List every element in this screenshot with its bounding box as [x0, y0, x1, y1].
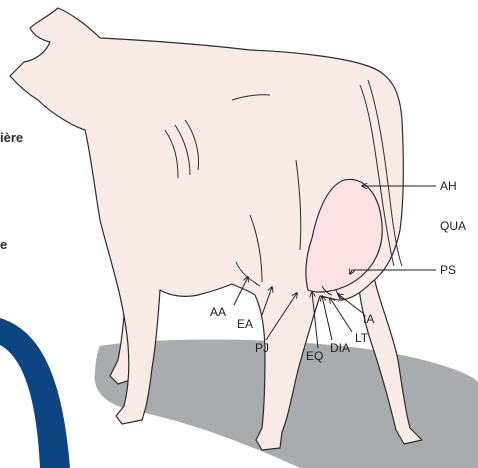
left-text-fragment-1: ière: [0, 130, 23, 145]
label-eq: EQ: [306, 350, 323, 362]
label-lt: LT: [355, 332, 368, 344]
label-ah: AH: [440, 180, 457, 192]
label-ps: PS: [440, 264, 456, 276]
label-qua: QUA: [440, 220, 466, 232]
leader-lt: [330, 298, 352, 332]
label-pj: PJ: [255, 342, 269, 354]
label-aa: AA: [210, 306, 226, 318]
label-dia: DIA: [330, 342, 350, 354]
leader-dia: [322, 296, 332, 340]
left-text-fragment-2: e: [0, 237, 7, 252]
label-ia: IA: [363, 313, 374, 325]
donut-percent-label: 43%: [4, 412, 28, 426]
label-ea: EA: [237, 318, 253, 330]
